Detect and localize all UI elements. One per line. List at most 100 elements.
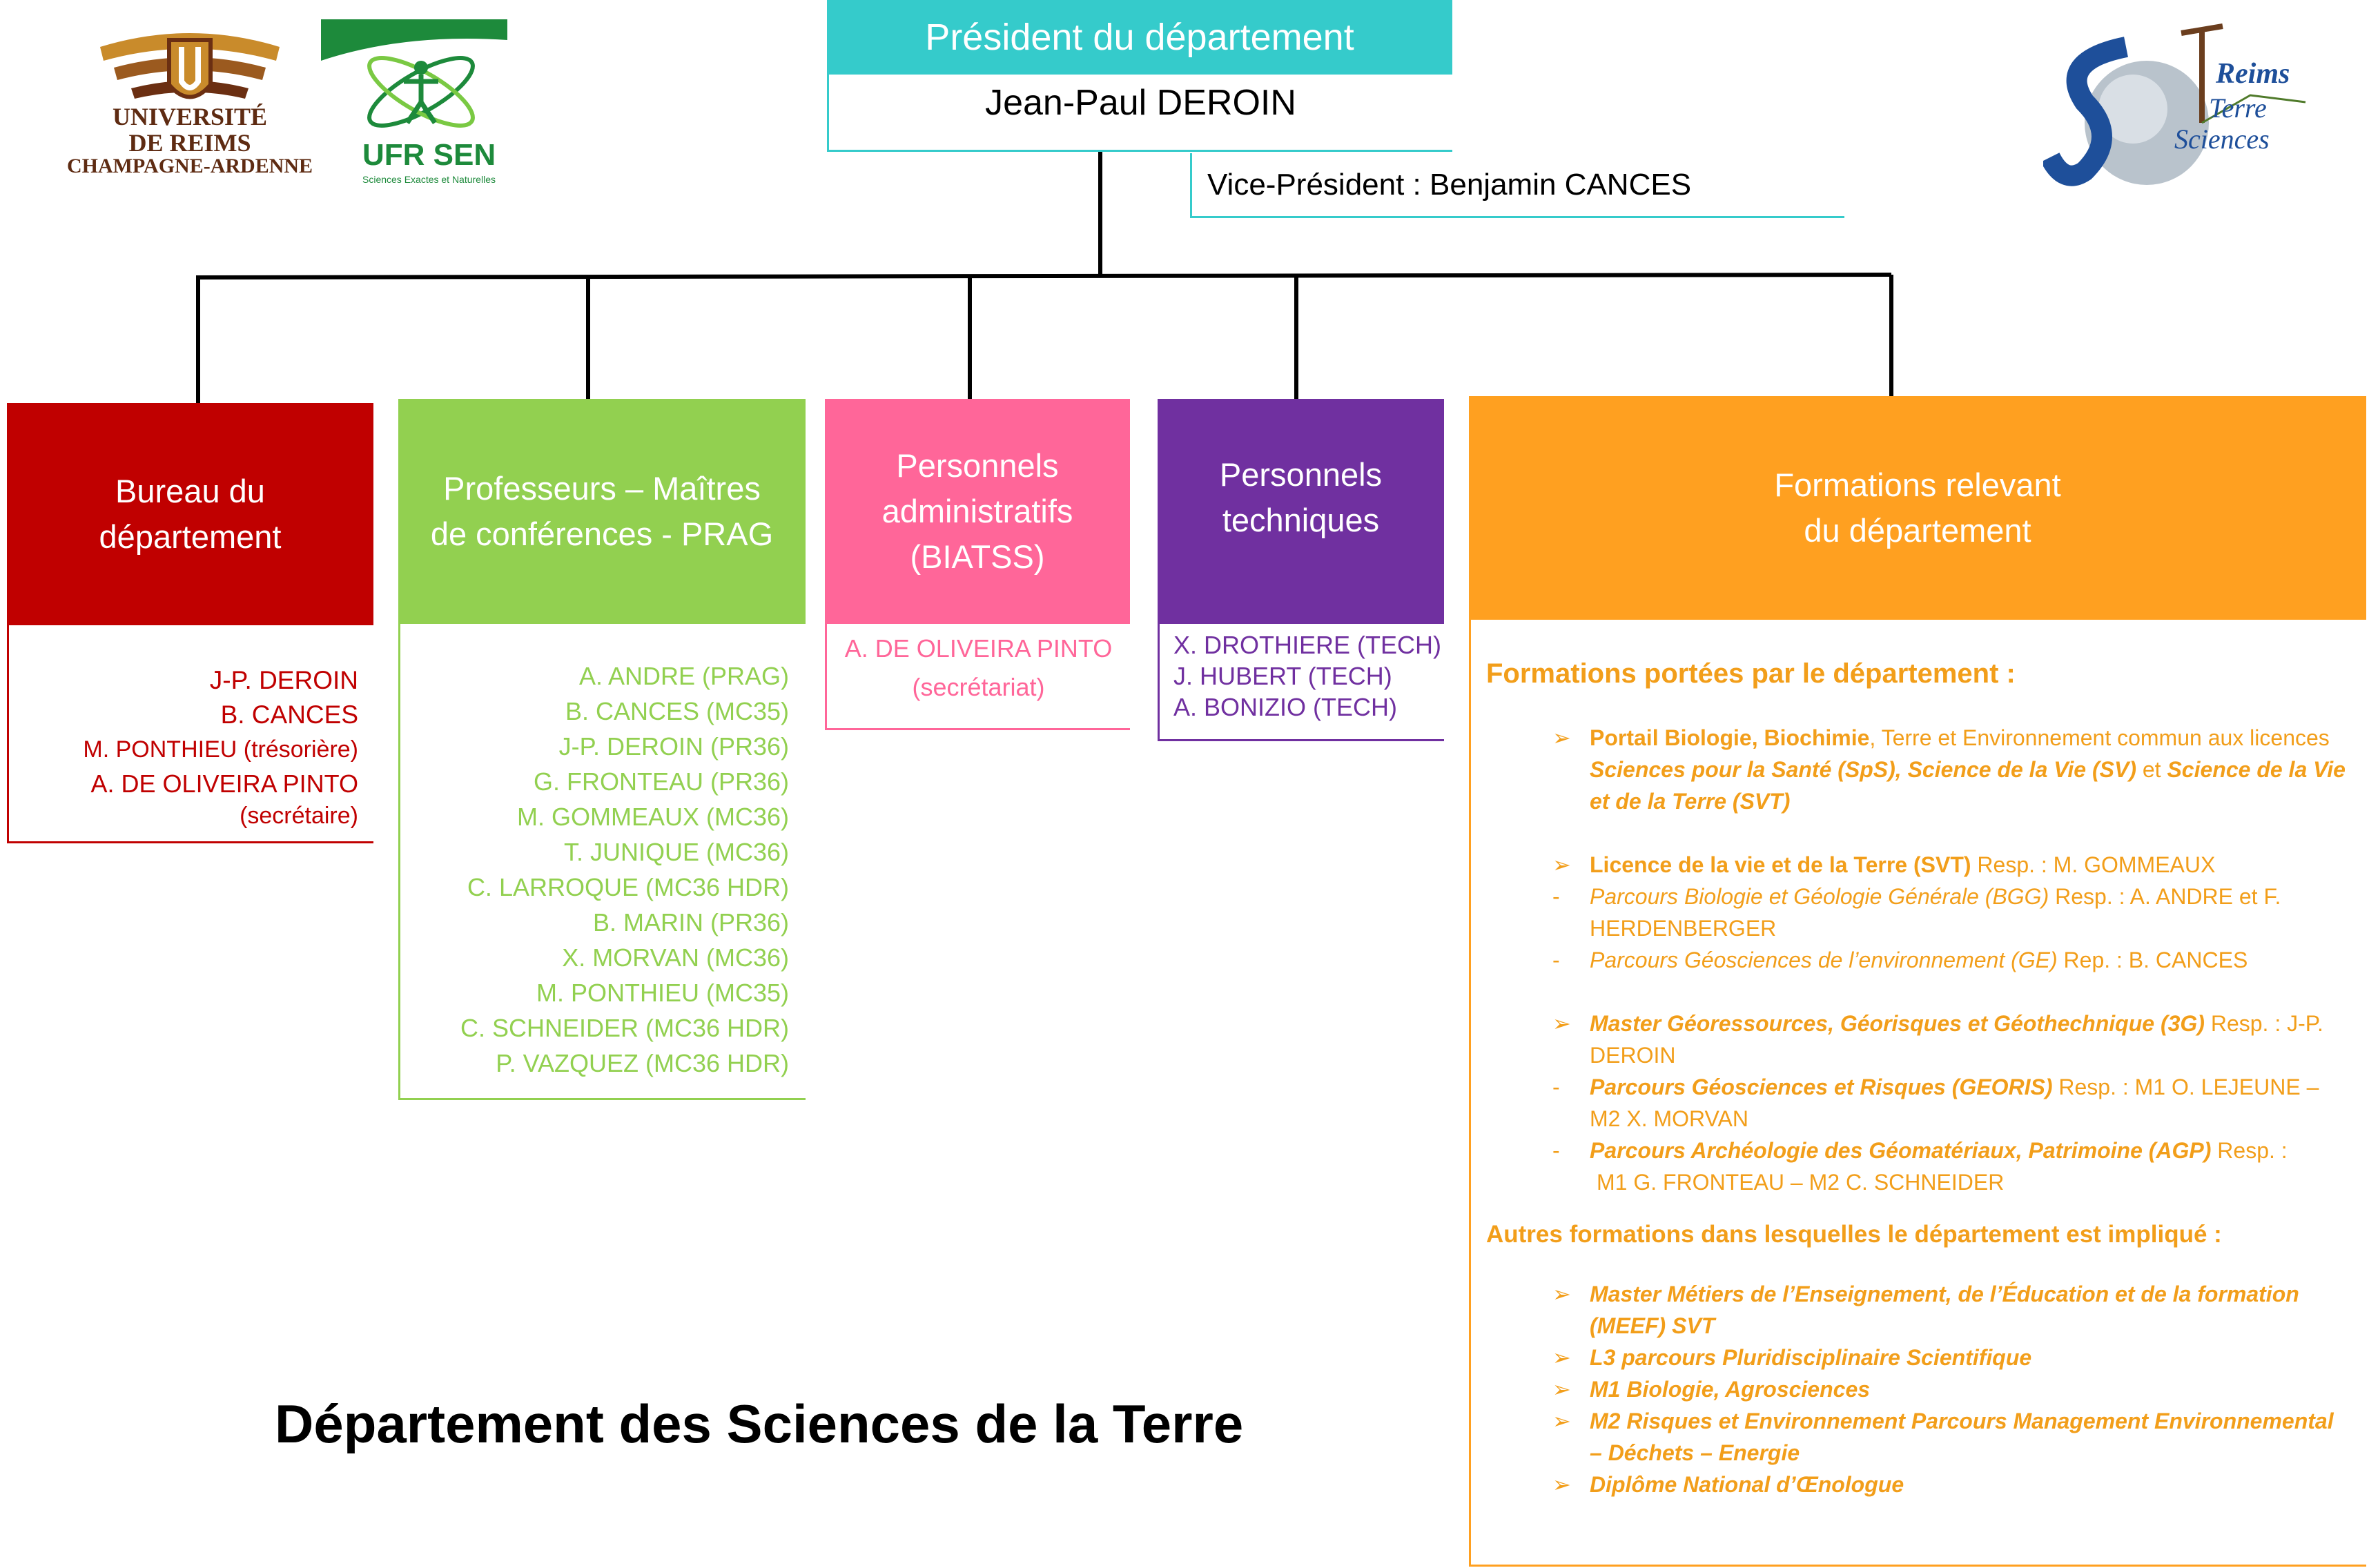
org-connectors	[195, 152, 1893, 403]
other-formation-item: ➢ Diplôme National d’Œnologue	[1486, 1469, 2346, 1500]
professeur-member: J-P. DEROIN (PR36)	[558, 732, 789, 761]
bureau-member: (secrétaire)	[240, 803, 358, 829]
ufr-subtitle: Sciences Exactes et Naturelles	[362, 174, 496, 185]
administratifs-title-line-1: Personnels	[896, 447, 1059, 484]
university-logo: UNIVERSITÉ DE REIMS CHAMPAGNE-ARDENNE	[52, 19, 328, 185]
other-formation-name: M1 Biologie, Agrosciences	[1590, 1377, 1871, 1402]
professeurs-header: Professeurs – Maîtres de conférences - P…	[398, 399, 806, 624]
professeur-member: X. MORVAN (MC36)	[562, 943, 789, 972]
university-emblem-icon	[100, 33, 280, 99]
formation-licences: Science de la Vie et de la Terre (SVT)	[1590, 757, 2346, 814]
other-formation-item: ➢ L3 parcours Pluridisciplinaire Scienti…	[1486, 1342, 2346, 1373]
formation-resp: Resp. : M1 O. LEJEUNE – M2 X. MORVAN	[1590, 1075, 2319, 1131]
formation-name: Master Géoressources, Géorisques et Géot…	[1590, 1011, 2205, 1036]
other-formation-name: Master Métiers de l’Enseignement, de l’É…	[1590, 1282, 2299, 1338]
formation-name: Licence de la vie et de la Terre (SVT)	[1590, 852, 1971, 877]
techniques-title-line-1: Personnels	[1219, 456, 1383, 493]
formation-name: Parcours Biologie et Géologie Générale (…	[1590, 884, 2049, 909]
professeur-member: M. GOMMEAUX (MC36)	[516, 803, 789, 831]
arrow-bullet-icon: ➢	[1552, 1472, 1571, 1497]
technique-member: X. DROTHIERE (TECH)	[1173, 631, 1442, 659]
formation-resp: Resp. : M. GOMMEAUX	[1971, 852, 2216, 877]
arrow-bullet-icon: ➢	[1552, 1409, 1571, 1433]
formation-item: ➢ Master Géoressources, Géorisques et Gé…	[1486, 1008, 2346, 1071]
other-formation-item: ➢ Master Métiers de l’Enseignement, de l…	[1486, 1278, 2346, 1342]
university-line-3: CHAMPAGNE-ARDENNE	[66, 155, 313, 177]
techniques-members: X. DROTHIERE (TECH) J. HUBERT (TECH) A. …	[1158, 624, 1444, 741]
other-formation-name: M2 Risques et Environnement Parcours Man…	[1590, 1409, 2334, 1465]
other-formation-item: ➢ M1 Biologie, Agrosciences	[1486, 1373, 2346, 1405]
bureau-title-line-1: Bureau du	[115, 473, 265, 509]
formation-text: et	[2136, 757, 2167, 782]
arrow-bullet-icon: ➢	[1552, 1011, 1571, 1036]
bureau-title-line-2: département	[99, 518, 282, 555]
president-title: Président du département	[827, 0, 1452, 75]
arrow-bullet-icon: ➢	[1552, 725, 1571, 750]
logo-word-terre: Terre	[2209, 92, 2267, 124]
arrow-bullet-icon: ➢	[1552, 1282, 1571, 1306]
administratifs-header: Personnels administratifs (BIATSS)	[825, 399, 1130, 624]
bureau-member: B. CANCES	[220, 700, 358, 729]
dash-bullet: -	[1552, 1138, 1560, 1163]
administratifs-members: A. DE OLIVEIRA PINTO (secrétariat)	[825, 624, 1130, 730]
professeur-member: T. JUNIQUE (MC36)	[563, 838, 789, 866]
president-name: Jean-Paul DEROIN	[827, 75, 1452, 152]
other-formation-name: L3 parcours Pluridisciplinaire Scientifi…	[1590, 1345, 2032, 1370]
bureau-members: J-P. DEROIN B. CANCES M. PONTHIEU (tréso…	[7, 625, 373, 843]
earth-globe-icon	[2040, 23, 2306, 186]
vice-president: Vice-Président : Benjamin CANCES	[1190, 153, 1844, 218]
professeurs-title-line-2: de conférences - PRAG	[430, 516, 774, 552]
professeur-member: B. CANCES (MC35)	[565, 697, 789, 725]
bureau-member: J-P. DEROIN	[209, 666, 358, 694]
formation-name: Parcours Géosciences de l’environnement …	[1590, 948, 2058, 972]
administratif-member: A. DE OLIVEIRA PINTO	[844, 634, 1113, 663]
university-line-2: DE REIMS	[128, 129, 251, 157]
ufr-atom-icon	[321, 19, 507, 128]
formation-item: ➢ Licence de la vie et de la Terre (SVT)…	[1486, 849, 2346, 881]
formations-title-line-1: Formations relevant	[1774, 467, 2061, 503]
formation-name: Portail Biologie, Biochimie	[1590, 725, 1870, 750]
professeur-member: A. ANDRE (PRAG)	[578, 662, 789, 690]
bureau-member: A. DE OLIVEIRA PINTO	[90, 770, 358, 798]
administratifs-title-line-2: administratifs	[881, 493, 1073, 529]
logo-word-reims: Reims	[2216, 58, 2290, 90]
ufr-logo: UFR SEN Sciences Exactes et Naturelles	[321, 19, 507, 185]
arrow-bullet-icon: ➢	[1552, 1345, 1571, 1370]
administratif-member: (secrétariat)	[912, 673, 1045, 701]
dash-bullet: -	[1552, 948, 1560, 972]
formation-resp: Resp. : J-P. DEROIN	[1590, 1011, 2323, 1068]
technique-member: J. HUBERT (TECH)	[1173, 662, 1392, 690]
formation-resp: Resp. :	[2211, 1138, 2288, 1163]
dash-bullet: -	[1552, 884, 1560, 909]
other-formation-item: ➢ M2 Risques et Environnement Parcours M…	[1486, 1405, 2346, 1469]
technique-member: A. BONIZIO (TECH)	[1173, 693, 1397, 721]
arrow-bullet-icon: ➢	[1552, 1377, 1571, 1402]
formation-item: ➢ Portail Biologie, Biochimie, Terre et …	[1486, 722, 2346, 817]
professeur-member: G. FRONTEAU (PR36)	[533, 767, 789, 796]
formation-resp: Rep. : B. CANCES	[2057, 948, 2248, 972]
formation-name: Parcours Géosciences et Risques (GEORIS)	[1590, 1075, 2053, 1099]
formation-item: - Parcours Géosciences de l’environnemen…	[1486, 944, 2346, 976]
administratifs-title-line-3: (BIATSS)	[910, 538, 1045, 575]
formation-resp-line: M1 G. FRONTEAU – M2 C. SCHNEIDER	[1597, 1170, 2005, 1195]
logo-word-sciences: Sciences	[2174, 124, 2270, 155]
professeurs-title-line-1: Professeurs – Maîtres	[443, 470, 761, 507]
formation-item: - Parcours Archéologie des Géomatériaux,…	[1486, 1135, 2346, 1166]
professeur-member: C. SCHNEIDER (MC36 HDR)	[460, 1014, 789, 1042]
professeurs-members: A. ANDRE (PRAG) B. CANCES (MC35) J-P. DE…	[398, 624, 806, 1100]
formations-section-1: Formations portées par le département :	[1486, 658, 2016, 689]
techniques-title-line-2: techniques	[1222, 502, 1380, 538]
department-title: Département des Sciences de la Terre	[275, 1393, 1244, 1454]
dash-bullet: -	[1552, 1075, 1560, 1099]
formations-section-2: Autres formations dans lesquelles le dép…	[1486, 1221, 2222, 1248]
ufr-name: UFR SEN	[362, 138, 496, 172]
professeur-member: P. VAZQUEZ (MC36 HDR)	[496, 1049, 789, 1077]
bureau-header: Bureau du département	[7, 403, 373, 625]
arrow-bullet-icon: ➢	[1552, 852, 1571, 877]
professeur-member: B. MARIN (PR36)	[592, 908, 789, 937]
formation-item: - Parcours Biologie et Géologie Générale…	[1486, 881, 2346, 944]
formation-resp: Resp. : A. ANDRE et F. HERDENBERGER	[1590, 884, 2281, 941]
formation-name: Parcours Archéologie des Géomatériaux, P…	[1590, 1138, 2212, 1163]
techniques-header: Personnels techniques	[1158, 399, 1444, 624]
formation-licences: Sciences pour la Santé (SpS), Science de…	[1590, 757, 2136, 782]
